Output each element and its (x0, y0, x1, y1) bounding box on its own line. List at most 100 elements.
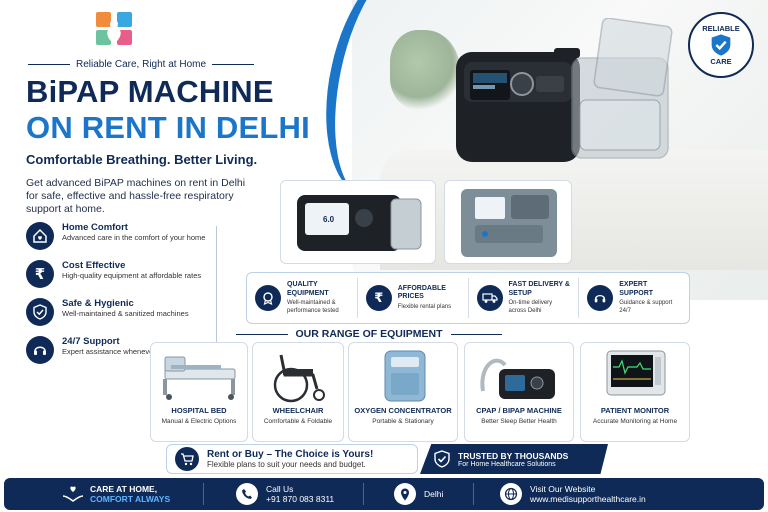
quality-medal-icon (255, 285, 281, 311)
oxygen-concentrator-image (384, 350, 426, 402)
badge-bottom-text: CARE (710, 57, 732, 66)
patient-monitor-image (606, 350, 666, 396)
medical-device-image (461, 189, 557, 257)
rent-or-buy-banner[interactable]: Rent or Buy – The Choice is Yours! Flexi… (166, 444, 418, 474)
feature-title: Cost Effective (62, 260, 126, 271)
rupee-icon: ₹ (26, 260, 54, 288)
benefit-desc: On-time delivery across Delhi (508, 300, 553, 314)
hospital-bed-image (163, 356, 236, 400)
benefit-desc: Well-maintained & performance tested (287, 300, 339, 314)
equipment-info: WHEELCHAIR Comfortable & Foldable (255, 406, 341, 426)
tagline: Reliable Care, Right at Home (28, 59, 254, 70)
description: Get advanced BiPAP machines on rent in D… (26, 177, 246, 215)
hero-bipap-machine (456, 18, 673, 162)
page-title-line1: BiPAP MACHINE (26, 74, 274, 109)
footer-location: Delhi (364, 483, 474, 505)
equipment-info: OXYGEN CONCENTRATOR Portable & Stationar… (351, 406, 455, 426)
footer-bar: CARE AT HOME, COMFORT ALWAYS Call Us +91… (4, 478, 764, 510)
headset-icon (587, 285, 614, 311)
benefit-title: FAST DELIVERY & SETUP (508, 281, 570, 297)
feature-title: Safe & Hygienic (62, 298, 134, 309)
benefit-support: EXPERT SUPPORT Guidance & support 24/7 (579, 278, 689, 318)
equipment-card-oxygen[interactable]: OXYGEN CONCENTRATOR Portable & Stationar… (348, 342, 458, 442)
equipment-card-cpap[interactable]: CPAP / BIPAP MACHINE Better Sleep Better… (464, 342, 574, 442)
shield-check-icon (434, 450, 450, 468)
footer-care: CARE AT HOME, COMFORT ALWAYS (4, 483, 204, 505)
footer-website[interactable]: Visit Our Website www.medisupporthealthc… (474, 483, 660, 505)
equipment-name: OXYGEN CONCENTRATOR (354, 406, 452, 415)
benefit-delivery: FAST DELIVERY & SETUP On-time delivery ac… (469, 278, 580, 318)
equipment-desc: Comfortable & Foldable (263, 417, 333, 425)
benefit-quality: QUALITY EQUIPMENT Well-maintained & perfo… (247, 278, 358, 318)
trusted-desc: For Home Healthcare Solutions (458, 460, 556, 468)
feature-desc: Well-maintained & sanitized machines (62, 309, 189, 318)
feature-desc: Advanced care in the comfort of your hom… (62, 233, 206, 242)
equipment-name: WHEELCHAIR (272, 406, 324, 415)
benefit-title: EXPERT SUPPORT (619, 281, 654, 297)
equipment-card-hospital-bed[interactable]: HOSPITAL BED Manual & Electric Options (150, 342, 248, 442)
shield-check-icon (26, 298, 54, 326)
bipap-device-image (297, 195, 422, 251)
home-heart-icon (26, 222, 54, 250)
equipment-card-monitor[interactable]: PATIENT MONITOR Accurate Monitoring at H… (580, 342, 690, 442)
equipment-name: PATIENT MONITOR (600, 406, 670, 415)
trusted-title: TRUSTED BY THOUSANDS (458, 450, 569, 461)
footer-call[interactable]: Call Us +91 870 083 8311 (204, 483, 364, 505)
product-photo-bipap: 6.0 (280, 180, 436, 264)
benefit-desc: Guidance & support 24/7 (619, 300, 673, 314)
equipment-info: CPAP / BIPAP MACHINE Better Sleep Better… (467, 406, 571, 426)
equipment-desc: Accurate Monitoring at Home (592, 417, 678, 425)
benefit-title: AFFORDABLE PRICES (397, 284, 446, 301)
tagline-text: Reliable Care, Right at Home (75, 59, 207, 70)
website-link[interactable]: www.medisupporthealthcare.in (530, 494, 646, 504)
reliable-care-badge: RELIABLE CARE (688, 12, 754, 78)
device-screen-value: 6.0 (323, 215, 335, 224)
truck-icon (476, 285, 503, 311)
cpap-machine-image (480, 358, 555, 399)
rent-desc: Flexible plans to suit your needs and bu… (207, 460, 366, 469)
company-logo-icon (96, 12, 132, 45)
plant-decoration (390, 30, 460, 110)
equipment-name: CPAP / BIPAP MACHINE (476, 406, 562, 415)
feature-divider (216, 226, 217, 352)
rent-title: Rent or Buy – The Choice is Yours! (207, 449, 374, 460)
headset-icon (26, 336, 54, 364)
location-pin-icon (394, 483, 416, 505)
benefit-title: QUALITY EQUIPMENT (287, 281, 329, 297)
equipment-desc: Portable & Stationary (372, 417, 434, 425)
call-label: Call Us (266, 484, 294, 494)
phone-icon (236, 483, 258, 505)
cart-icon (175, 447, 199, 471)
location-text: Delhi (424, 489, 444, 499)
equipment-name: HOSPITAL BED (171, 406, 227, 415)
footer-care-line2: COMFORT ALWAYS (90, 494, 171, 504)
page-title-line2: ON RENT IN DELHI (26, 110, 310, 145)
equipment-range-header: OUR RANGE OF EQUIPMENT (236, 328, 503, 340)
equipment-card-wheelchair[interactable]: WHEELCHAIR Comfortable & Foldable (252, 342, 344, 442)
range-title: OUR RANGE OF EQUIPMENT (295, 328, 443, 340)
equipment-desc: Manual & Electric Options (161, 417, 237, 425)
equipment-info: PATIENT MONITOR Accurate Monitoring at H… (583, 406, 687, 426)
feature-title: 24/7 Support (62, 336, 120, 347)
benefit-desc: Flexible rental plans (397, 303, 452, 310)
feature-title: Home Comfort (62, 222, 128, 233)
wheelchair-image (273, 354, 325, 403)
feature-desc: High-quality equipment at affordable rat… (62, 271, 202, 280)
equipment-info: HOSPITAL BED Manual & Electric Options (153, 406, 245, 426)
footer-care-line1: CARE AT HOME, (90, 484, 158, 494)
phone-number[interactable]: +91 870 083 8311 (266, 494, 335, 504)
care-hands-heart-icon (62, 486, 84, 502)
globe-icon (500, 483, 522, 505)
website-label: Visit Our Website (530, 484, 596, 494)
equipment-desc: Better Sleep Better Health (481, 417, 557, 425)
shield-check-icon (711, 34, 731, 56)
trusted-banner: TRUSTED BY THOUSANDS For Home Healthcare… (420, 444, 608, 474)
benefits-bar: QUALITY EQUIPMENT Well-maintained & perfo… (246, 272, 690, 324)
